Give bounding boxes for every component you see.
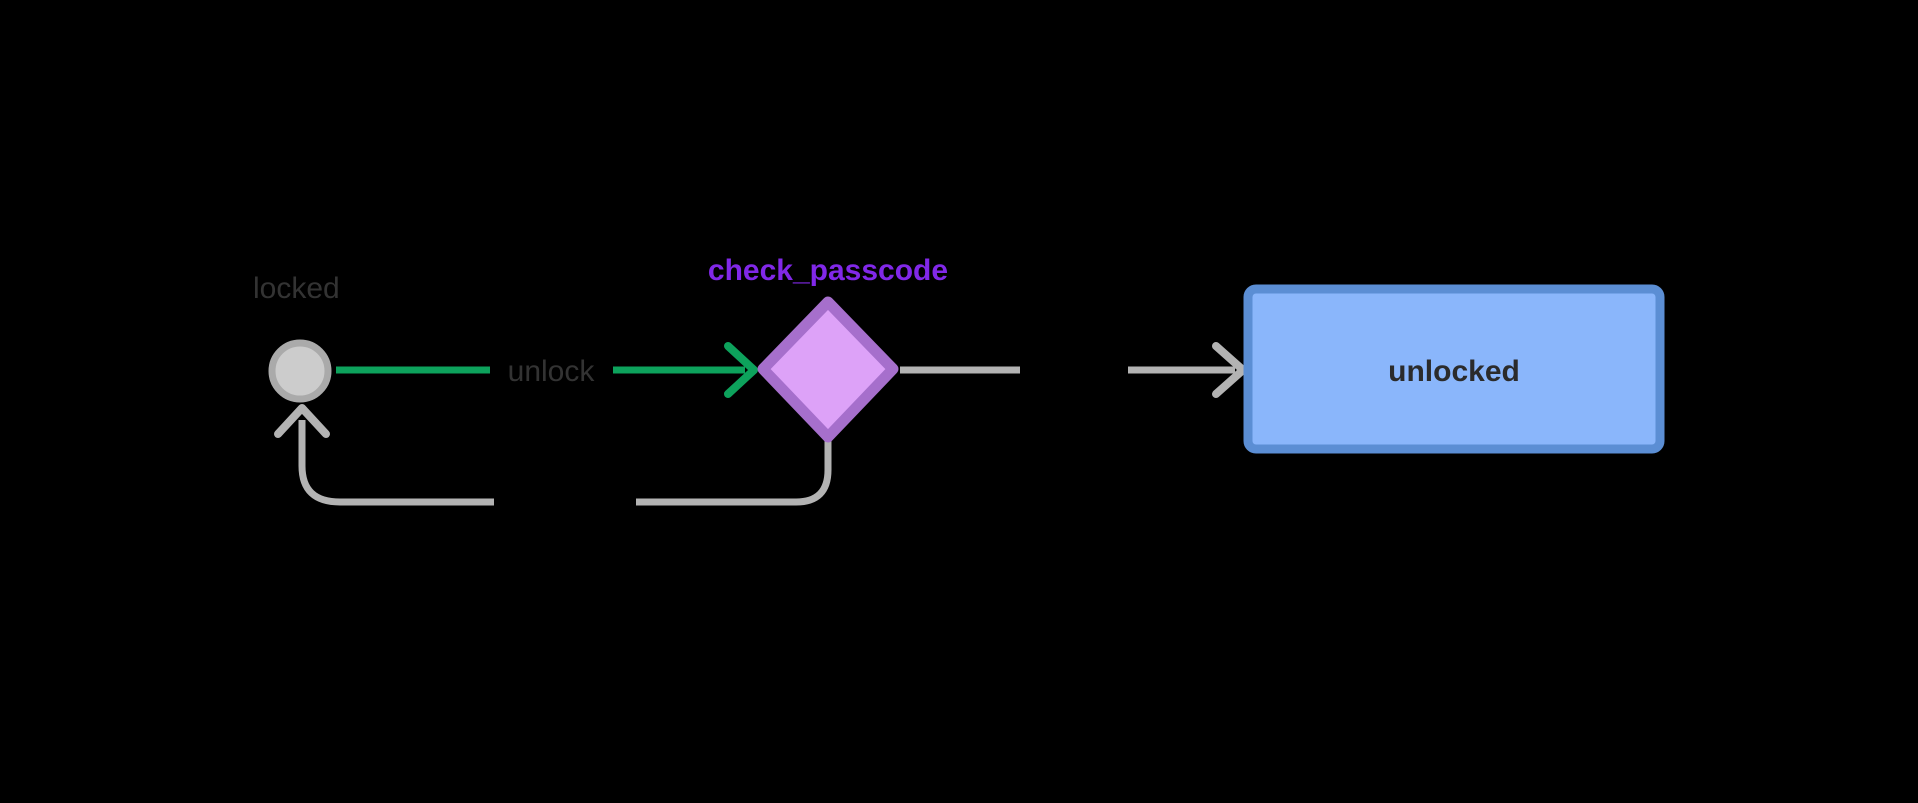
node-label-check-passcode: check_passcode — [708, 254, 948, 287]
node-label-locked: locked — [253, 272, 340, 305]
edge-locked-to-check-passcode-arrowhead-icon — [724, 342, 758, 398]
edge-check-passcode-to-unlocked[interactable] — [900, 342, 1247, 398]
node-check-passcode[interactable]: check_passcode — [708, 254, 948, 443]
edge-label-unlock: unlock — [508, 355, 596, 388]
edge-check-passcode-back-to-locked-segment-right — [636, 440, 832, 506]
state-box-shape — [1243, 284, 1665, 454]
node-label-unlocked: unlocked — [1388, 355, 1520, 388]
edge-check-passcode-back-to-locked-segment-left — [298, 420, 494, 506]
node-unlocked[interactable]: unlocked — [1243, 284, 1665, 454]
edge-check-passcode-back-to-locked-arrowhead-icon — [274, 404, 330, 438]
edge-locked-to-check-passcode[interactable]: unlock — [336, 342, 758, 398]
node-locked[interactable]: locked — [253, 272, 340, 403]
decision-diamond-icon — [757, 296, 899, 443]
edge-check-passcode-back-to-locked[interactable] — [274, 404, 832, 506]
start-state-circle-icon — [268, 339, 332, 403]
edge-check-passcode-to-unlocked-arrowhead-icon — [1212, 342, 1247, 398]
